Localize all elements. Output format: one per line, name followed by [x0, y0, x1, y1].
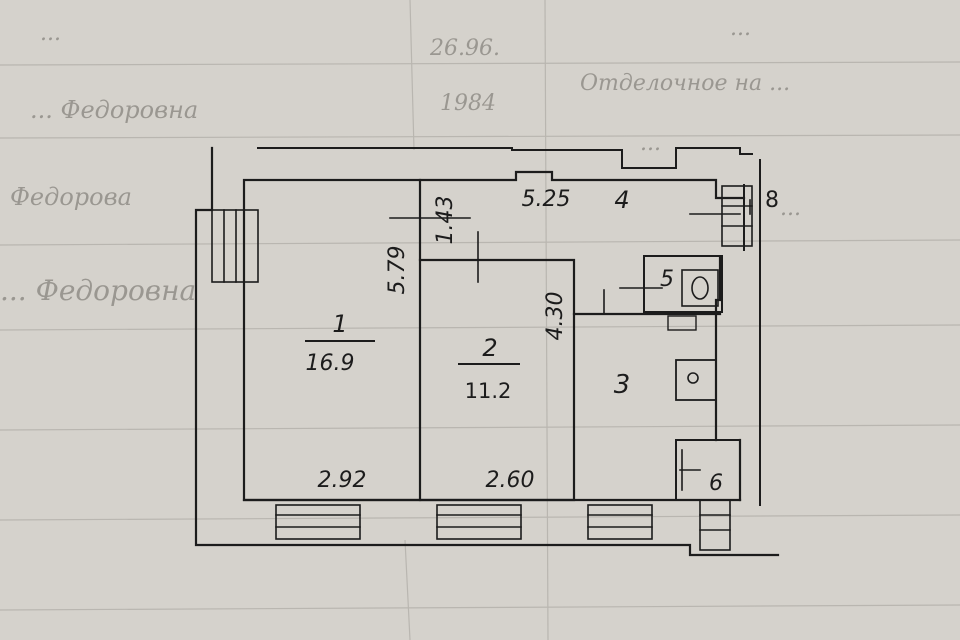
bottom-windows [275, 504, 653, 540]
ghost-text: ... Федоровна [0, 274, 196, 307]
toilet-icon [681, 269, 719, 307]
top-outer-wall [257, 147, 753, 169]
ghost-text: ... [640, 131, 661, 156]
room-1-number: 1 [332, 310, 347, 338]
room-2-width-label: 2.60 [486, 468, 535, 493]
stove-icon [675, 359, 717, 401]
ghost-text: ... [730, 16, 751, 41]
ghost-text: Отделочное на ... [580, 71, 790, 96]
room-5-number: 5 [660, 267, 674, 292]
room-2-area: 11.2 [465, 379, 512, 403]
corridor-length-label: 5.25 [522, 187, 571, 212]
room-2-length-label: 4.30 [543, 292, 568, 341]
corridor-width-label: 1.43 [433, 196, 458, 245]
toilet-bowl-icon [691, 276, 709, 300]
dimension-lines [389, 199, 751, 491]
left-window [211, 209, 259, 283]
section-marker: 8 [765, 188, 779, 213]
ghost-text: ... [40, 21, 61, 46]
room-labels: 1 16.9 2 11.2 3 4 5 6 [305, 186, 723, 496]
ghost-text: ... Федоровна [30, 96, 198, 124]
corridor-wall [418, 170, 746, 200]
ghost-text: Федорова [10, 183, 132, 211]
room-1-width-label: 2.92 [318, 468, 367, 493]
right-window [699, 185, 753, 551]
room-4-number: 4 [614, 186, 629, 214]
burner-icon [687, 372, 699, 384]
dimension-labels: 2.92 2.60 5.79 1.43 4.30 5.25 8 [318, 187, 779, 493]
ghost-text: 1984 [440, 91, 496, 116]
background-handwriting: ... 26.96. ... ... Федоровна 1984 Отдело… [0, 16, 801, 307]
ghost-text: 26.96. [429, 36, 500, 61]
room-1-area: 16.9 [306, 351, 355, 376]
room-2-number: 2 [482, 334, 497, 362]
floor-plan [194, 146, 780, 557]
room-3-number: 3 [614, 370, 631, 400]
ghost-text: ... [780, 196, 801, 221]
room-1-length-label: 5.79 [385, 246, 410, 295]
room-5-outline [643, 255, 723, 313]
room-6-number: 6 [709, 471, 723, 496]
sink-icon [667, 315, 697, 331]
